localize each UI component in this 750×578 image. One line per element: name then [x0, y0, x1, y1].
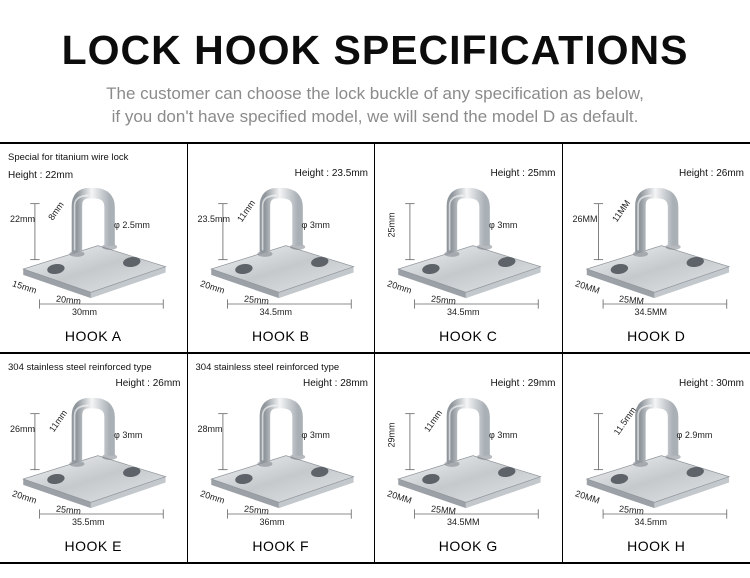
- hook-name: HOOK G: [438, 538, 498, 555]
- spec-cell-hook-d: Height : 26mm 26MM 11MM 20MM 25MM 34.5MM…: [562, 144, 750, 355]
- subtitle-line-1: The customer can choose the lock buckle …: [106, 84, 644, 104]
- hook-name: HOOK E: [64, 538, 122, 555]
- height-label: Height : 26mm: [678, 168, 744, 180]
- spec-cell-hook-e: 304 stainless steel reinforced type Heig…: [0, 354, 188, 563]
- dim-hole-diameter: φ 3mm: [301, 220, 330, 231]
- dim-hole-diameter: φ 3mm: [489, 220, 518, 231]
- spec-cell-hook-b: Height : 23.5mm 23.5mm 11mm φ 3mm 20mm 2…: [187, 144, 375, 355]
- dim-hole-diameter: φ 3mm: [301, 430, 330, 441]
- dim-plate-width: 35.5mm: [72, 517, 105, 528]
- hook-image: 22mm 8mm φ 2.5mm 15mm 20mm 30mm: [10, 178, 177, 318]
- height-label: Height : 25mm: [490, 168, 556, 180]
- hook-image: 25mm φ 3mm 20mm 25mm 34.5mm: [385, 178, 552, 318]
- cell-note: Special for titanium wire lock: [8, 152, 129, 164]
- cell-note: 304 stainless steel reinforced type: [195, 362, 340, 374]
- cell-note: 304 stainless steel reinforced type: [8, 362, 152, 374]
- hook-image: 26MM 11MM 20MM 25MM 34.5MM: [573, 178, 741, 318]
- dim-hole-diameter: φ 2.9mm: [676, 430, 713, 441]
- height-label: Height : 22mm: [8, 170, 74, 182]
- page-subtitle: The customer can choose the lock buckle …: [0, 82, 750, 128]
- dim-height: 26MM: [572, 214, 598, 225]
- dim-hole-diameter: φ 3mm: [489, 430, 518, 441]
- hook-image: 23.5mm 11mm φ 3mm 20mm 25mm 34.5mm: [198, 178, 365, 318]
- spec-cell-hook-h: Height : 30mm 11.5mm φ 2.9mm 20MM 25mm 3…: [562, 354, 750, 563]
- height-label: Height : 30mm: [678, 378, 744, 390]
- dim-height: 22mm: [10, 214, 36, 225]
- dim-plate-width: 34.5mm: [634, 517, 668, 528]
- spec-cell-hook-c: Height : 25mm 25mm φ 3mm 20mm 25mm 34.5m…: [375, 144, 563, 355]
- hook-name: HOOK A: [64, 328, 122, 345]
- dim-hole-diameter: φ 2.5mm: [114, 220, 150, 231]
- hook-image: 26mm 11mm φ 3mm 20mm 25mm 35.5mm: [10, 388, 177, 528]
- spec-cell-hook-f: 304 stainless steel reinforced type Heig…: [187, 354, 375, 563]
- dim-height: 23.5mm: [197, 214, 231, 225]
- height-label: Height : 26mm: [115, 378, 181, 390]
- hook-name: HOOK C: [439, 328, 498, 345]
- dim-plate-width: 34.5mm: [447, 307, 480, 318]
- dim-plate-width: 36mm: [259, 517, 285, 528]
- dim-height: 29mm: [386, 422, 397, 448]
- dim-height: 26mm: [10, 424, 36, 435]
- dim-plate-width: 34.5MM: [447, 517, 480, 528]
- spec-cell-hook-a: Special for titanium wire lock Height : …: [0, 144, 188, 355]
- page-title: LOCK HOOK SPECIFICATIONS: [61, 27, 689, 73]
- spec-cell-hook-g: Height : 29mm 29mm 11mm φ 3mm 20MM 25MM …: [375, 354, 563, 563]
- spec-grid: Special for titanium wire lock Height : …: [0, 142, 750, 565]
- dim-height: 28mm: [197, 424, 223, 435]
- subtitle-line-2: if you don't have specified model, we wi…: [111, 107, 639, 127]
- hook-image: 11.5mm φ 2.9mm 20MM 25mm 34.5mm: [573, 388, 741, 528]
- dim-hole-diameter: φ 3mm: [114, 430, 143, 441]
- hook-name: HOOK B: [252, 328, 310, 345]
- hook-name: HOOK H: [627, 538, 686, 555]
- dim-plate-width: 30mm: [72, 307, 98, 318]
- hook-name: HOOK F: [252, 538, 310, 555]
- dim-plate-width: 34.5mm: [259, 307, 293, 318]
- dim-height: 25mm: [386, 212, 397, 238]
- height-label: Height : 28mm: [302, 378, 368, 390]
- height-label: Height : 23.5mm: [294, 168, 368, 180]
- page-header: LOCK HOOK SPECIFICATIONS The customer ca…: [0, 0, 750, 128]
- height-label: Height : 29mm: [490, 378, 556, 390]
- hook-image: 28mm φ 3mm 20mm 25mm 36mm: [198, 388, 365, 528]
- dim-plate-width: 34.5MM: [634, 307, 668, 318]
- hook-name: HOOK D: [627, 328, 686, 345]
- hook-image: 29mm 11mm φ 3mm 20MM 25MM 34.5MM: [385, 388, 552, 528]
